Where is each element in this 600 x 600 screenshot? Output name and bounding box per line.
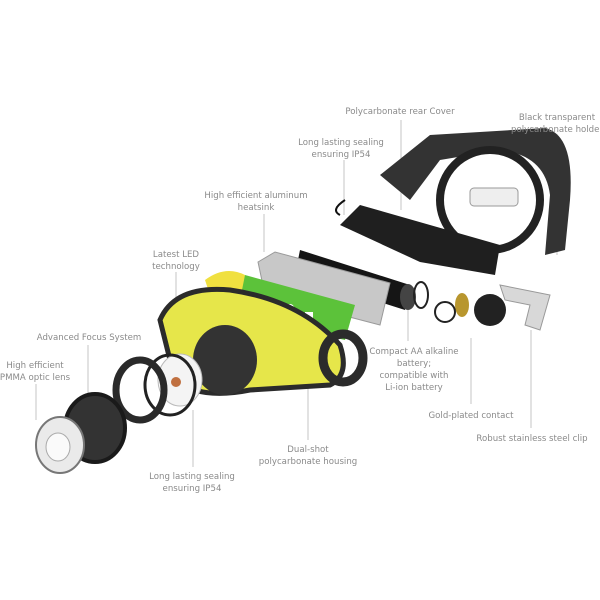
label-line: Long lasting sealing: [149, 472, 235, 482]
label-battery: Compact AA alkaline battery; compatible wi…: [369, 346, 458, 394]
label-line: Robust stainless steel clip: [476, 434, 588, 444]
label-line: polycarbonate housing: [258, 457, 358, 467]
label-line: Gold-plated contact: [428, 411, 514, 421]
label-line: battery;: [396, 359, 432, 369]
label-line: heatsink: [237, 203, 275, 213]
label-line: PMMA optic lens: [0, 373, 71, 383]
focus-ring: [112, 356, 168, 424]
label-focus: Advanced Focus System: [37, 332, 142, 344]
gold-contact: [434, 293, 506, 326]
label-housing: Dual-shot polycarbonate housing: [259, 444, 357, 468]
label-led: Latest LED technology: [152, 249, 200, 273]
label-line: Polycarbonate rear Cover: [345, 107, 455, 117]
top-sealing-ring: [335, 199, 346, 216]
label-sealing-bottom: Long lasting sealing ensuring IP54: [149, 471, 235, 495]
label-line: polycarbonate holder: [511, 125, 600, 135]
label-rear-cover: Polycarbonate rear Cover: [345, 106, 454, 118]
label-sealing-top: Long lasting sealing ensuring IP54: [298, 137, 384, 161]
label-line: ensuring IP54: [311, 150, 371, 160]
label-line: ensuring IP54: [162, 484, 222, 494]
label-line: compatible with: [379, 371, 449, 381]
rear-cover: [340, 205, 500, 275]
pmma-optic-lens: [35, 416, 85, 474]
label-line: High efficient aluminum: [204, 191, 308, 201]
label-line: Latest LED: [152, 250, 200, 260]
dual-shot-housing: [157, 286, 368, 396]
label-holder: Black transparent polycarbonate holder: [511, 112, 600, 136]
steel-clip: [499, 284, 551, 331]
label-line: Long lasting sealing: [298, 138, 384, 148]
label-line: Compact AA alkaline: [369, 347, 459, 357]
label-clip: Robust stainless steel clip: [476, 433, 587, 445]
label-line: technology: [152, 262, 200, 272]
label-contact: Gold-plated contact: [429, 410, 514, 422]
label-line: Black transparent: [518, 113, 596, 123]
label-line: High efficient: [6, 361, 64, 371]
bottom-sealing-ring: [143, 353, 197, 417]
label-heatsink: High efficient aluminum heatsink: [204, 190, 307, 214]
label-line: Li-ion battery: [385, 383, 443, 393]
label-line: Advanced Focus System: [36, 333, 142, 343]
label-line: Dual-shot: [287, 445, 329, 455]
